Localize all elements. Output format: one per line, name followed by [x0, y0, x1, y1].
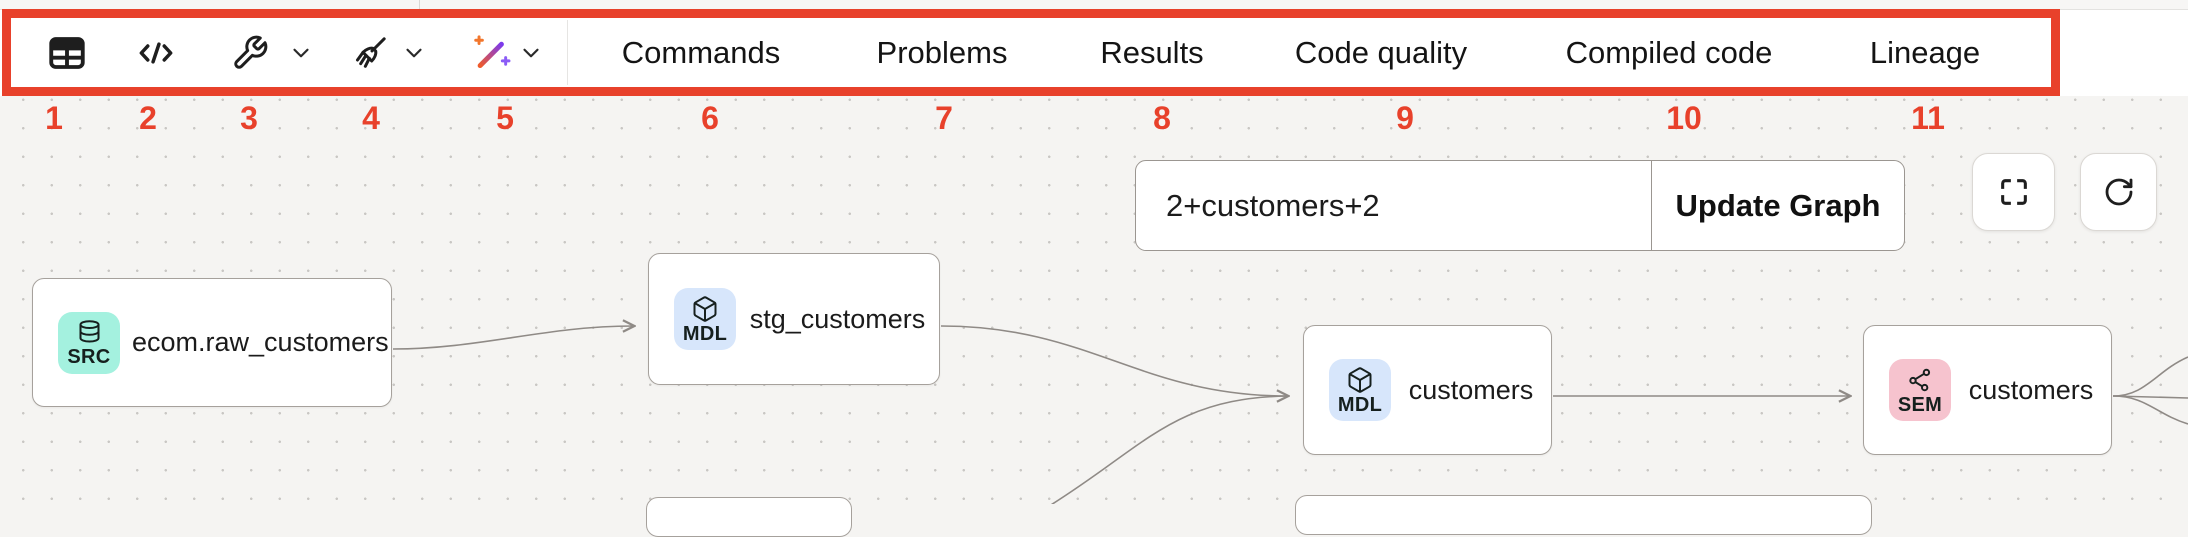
cube-icon	[1348, 366, 1372, 393]
clean-dropdown[interactable]	[401, 18, 427, 87]
tab-commands[interactable]: Commands	[621, 34, 781, 70]
annotation-5: 5	[496, 100, 514, 136]
annotation-7: 7	[935, 100, 953, 136]
tab-results[interactable]: Results	[1100, 34, 1204, 70]
node-ecom-raw-customers[interactable]: SRC ecom.raw_customers	[32, 278, 392, 407]
table-icon	[49, 36, 85, 69]
cube-icon	[693, 295, 717, 322]
tab-problems[interactable]: Problems	[876, 34, 1008, 70]
annotation-3: 3	[240, 100, 258, 136]
tab-compiled-code[interactable]: Compiled code	[1565, 34, 1773, 70]
node-type-label: SRC	[67, 345, 111, 368]
ai-assist-button[interactable]	[470, 18, 514, 87]
node-type-label: MDL	[682, 322, 728, 345]
refresh-icon	[2105, 178, 2132, 206]
annotation-8: 8	[1153, 100, 1171, 136]
graph-filter-group: 2+customers+2 Update Graph	[1135, 160, 1905, 251]
node-customers-semantic[interactable]: SEM customers	[1863, 325, 2112, 455]
node-type-badge: SEM	[1889, 359, 1951, 421]
annotation-2: 2	[139, 100, 157, 136]
partial-node[interactable]	[1295, 495, 1872, 535]
update-graph-button[interactable]: Update Graph	[1651, 161, 1904, 250]
fit-view-button[interactable]	[1972, 153, 2055, 231]
ai-assist-dropdown[interactable]	[518, 18, 544, 87]
broom-icon	[356, 36, 386, 68]
table-button[interactable]	[45, 18, 89, 87]
node-type-badge: MDL	[1329, 359, 1391, 421]
database-icon	[78, 319, 100, 343]
fullscreen-icon	[2000, 179, 2027, 205]
annotation-4: 4	[362, 100, 380, 136]
node-label: customers	[1968, 374, 2094, 405]
code-button[interactable]	[133, 18, 179, 87]
annotation-1: 1	[45, 100, 63, 136]
annotation-6: 6	[701, 100, 719, 136]
tab-code-quality[interactable]: Code quality	[1294, 34, 1468, 70]
tab-lineage[interactable]: Lineage	[1869, 34, 1981, 70]
top-strip-divider	[419, 0, 420, 9]
annotation-9: 9	[1396, 100, 1414, 136]
partial-node[interactable]	[646, 497, 852, 537]
chevron-down-icon	[406, 48, 422, 57]
refresh-button[interactable]	[2080, 153, 2157, 231]
format-button[interactable]	[229, 18, 271, 87]
format-dropdown[interactable]	[288, 18, 314, 87]
annotation-11: 11	[1911, 100, 1945, 136]
node-type-label: SEM	[1897, 393, 1943, 416]
chevron-down-icon	[293, 48, 309, 57]
node-label: customers	[1408, 374, 1534, 405]
node-type-label: MDL	[1337, 393, 1383, 416]
node-label: ecom.raw_customers	[132, 327, 389, 357]
node-label: stg_customers	[749, 303, 926, 334]
code-icon	[139, 41, 173, 64]
share-nodes-icon	[1909, 368, 1931, 391]
node-type-badge: SRC	[58, 311, 120, 374]
wrench-icon	[234, 35, 268, 69]
node-stg-customers[interactable]: MDL stg_customers	[648, 253, 940, 385]
annotation-highlight-box: Commands Problems Results Code quality C…	[2, 9, 2060, 96]
chevron-down-icon	[523, 48, 539, 57]
annotation-10: 10	[1666, 100, 1702, 136]
toolbar-divider	[567, 20, 568, 85]
node-customers-model[interactable]: MDL customers	[1303, 325, 1552, 455]
node-type-badge: MDL	[674, 288, 736, 350]
graph-filter-input[interactable]: 2+customers+2	[1166, 187, 1380, 223]
clean-button[interactable]	[348, 18, 392, 87]
magic-wand-icon	[474, 34, 511, 68]
